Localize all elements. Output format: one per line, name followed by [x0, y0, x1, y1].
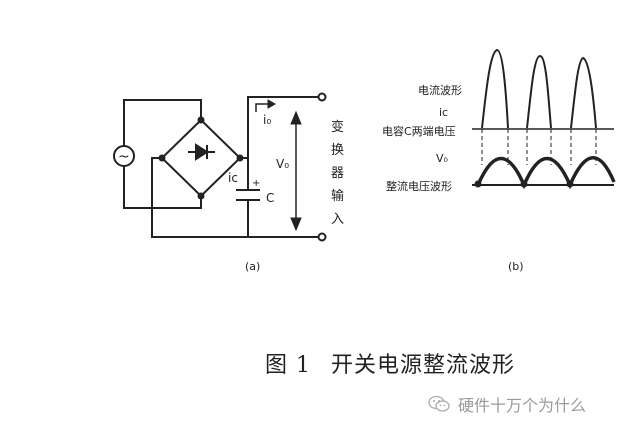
- converter-input-char: 器: [331, 166, 344, 181]
- io-arrowhead: [267, 99, 277, 109]
- converter-input-label: 变 换 器 输 入: [331, 119, 344, 227]
- diode-symbol: [195, 143, 209, 161]
- rectified-voltage-wave: [476, 156, 616, 190]
- ac-wire-bottom: [123, 166, 202, 209]
- junction-dot: [158, 154, 166, 162]
- valley-dot: [566, 180, 574, 188]
- wechat-icon: [428, 395, 450, 412]
- current-pulse-2: [526, 54, 552, 129]
- converter-input-char: 换: [331, 143, 344, 158]
- watermark: 硬件十万个为什么: [428, 392, 586, 416]
- io-arrow: [255, 103, 268, 112]
- output-terminal-bottom: [317, 232, 327, 242]
- converter-input-char: 变: [331, 119, 344, 135]
- figure-caption: 图 1 开关电源整流波形: [265, 347, 515, 379]
- ic-waveform-label: ic: [439, 106, 448, 119]
- current-waveform-label: 电流波形: [418, 83, 462, 97]
- output-terminal-top: [317, 92, 327, 102]
- subfigure-b-caption: (b): [508, 260, 524, 273]
- projection-dashes: [481, 129, 597, 165]
- junction-dot: [236, 154, 244, 162]
- negative-rail: [151, 157, 318, 238]
- ic-label: ic: [228, 171, 238, 185]
- vo-arrowhead-top: [290, 110, 302, 125]
- vo-waveform-label: V₀: [436, 152, 449, 165]
- vo-arrowhead-bottom: [290, 217, 302, 232]
- vo-label: V₀: [276, 157, 289, 171]
- io-label: i₀: [263, 113, 271, 127]
- ac-wire-top: [123, 99, 202, 146]
- capacitor-label: C: [266, 191, 274, 205]
- current-pulse-3: [570, 56, 597, 129]
- figure-number: 图 1: [265, 353, 311, 378]
- ac-symbol: ~: [118, 149, 130, 165]
- junction-dot: [197, 116, 205, 124]
- plus-label: +: [252, 178, 260, 189]
- waveform-plot: [472, 48, 616, 190]
- capacitor-voltage-label: 电容C两端电压: [382, 124, 456, 138]
- converter-input-char: 入: [331, 212, 344, 227]
- rectifier-circuit: [113, 92, 327, 242]
- converter-input-char: 输: [331, 188, 344, 204]
- valley-dot: [520, 180, 528, 188]
- figure-title: 开关电源整流波形: [331, 353, 516, 378]
- current-pulse-1: [481, 48, 509, 129]
- valley-dot: [474, 180, 482, 188]
- rectified-waveform-label: 整流电压波形: [386, 179, 452, 193]
- subfigure-a-caption: (a): [245, 260, 260, 273]
- positive-rail: [240, 96, 318, 159]
- junction-dot: [197, 192, 205, 200]
- watermark-text: 硬件十万个为什么: [458, 396, 587, 415]
